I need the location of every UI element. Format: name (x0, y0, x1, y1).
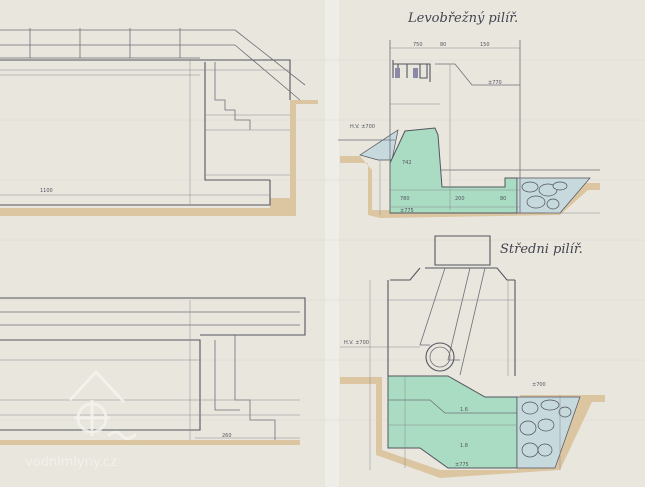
dim-label: ±775 (455, 462, 469, 468)
dim-label: 80 (440, 42, 446, 48)
middle-pier-section: H.V. ±700 1.6 1.8 ±700 ±775 Středni pilí… (340, 235, 605, 478)
left-bank-pier-section: 750 80 150 ±770 742 780 200 80 ±775 H.V.… (338, 11, 600, 218)
dim-label: 1.8 (460, 443, 468, 449)
left-top-elevation: 1100 (0, 28, 318, 216)
title-middle-pier: Středni pilíř. (500, 242, 583, 257)
dim-label: 780 (400, 196, 410, 202)
dim-label: 1.6 (460, 407, 468, 413)
dim-label: H.V. ±700 (350, 124, 375, 130)
watermark-text: vodnimlyny.cz (25, 455, 117, 470)
dim-label: 260 (222, 433, 232, 439)
dim-label: 80 (500, 196, 506, 202)
paper-fold (325, 0, 339, 487)
dim-label: ±700 (532, 382, 546, 388)
dim-label: 1100 (40, 188, 53, 194)
watermark-logo (68, 369, 138, 441)
dim-label: 750 (413, 42, 423, 48)
dim-label: ±775 (400, 208, 414, 214)
dim-label: H.V. ±700 (344, 340, 369, 346)
dim-label: 742 (402, 160, 412, 166)
left-bottom-elevation: 260 (0, 297, 306, 445)
title-left-bank-pier: Levobřežný pilíř. (407, 11, 518, 26)
dim-label: ±770 (488, 80, 502, 86)
dim-label: 200 (455, 196, 465, 202)
dim-label: 150 (480, 42, 490, 48)
paper-grid (0, 59, 645, 421)
